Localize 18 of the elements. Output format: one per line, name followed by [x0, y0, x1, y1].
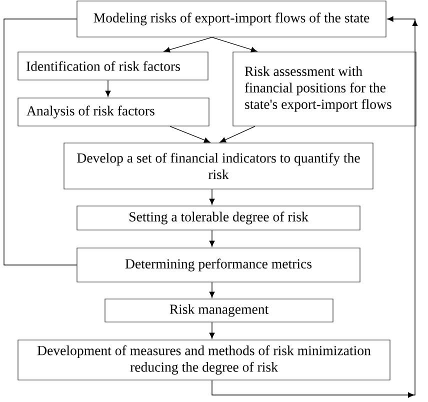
arrow	[209, 282, 215, 298]
arrow	[209, 188, 215, 205]
process-box: Identification of risk factors	[18, 52, 208, 80]
arrow	[212, 36, 258, 52]
process-box: Determining performance metrics	[76, 248, 360, 282]
arrow	[209, 230, 215, 247]
process-box: Develop a set of financial indicators to quantify the risk	[64, 142, 374, 190]
connector-line	[4, 18, 78, 266]
arrow	[105, 80, 111, 97]
arrow	[209, 322, 215, 339]
process-box: Analysis of risk factors	[18, 98, 210, 126]
process-box: Risk management	[104, 298, 334, 322]
process-box: Development of measures and methods of risk minimization reducing the degree of risk	[18, 340, 390, 380]
arrow	[212, 16, 418, 398]
process-box: Modeling risks of export-import flows of the state	[76, 0, 386, 38]
arrow	[164, 36, 212, 52]
process-box: Setting a tolerable degree of risk	[76, 206, 360, 230]
process-box: Risk assessment with financial positions for the state's export-import flows	[232, 52, 416, 126]
